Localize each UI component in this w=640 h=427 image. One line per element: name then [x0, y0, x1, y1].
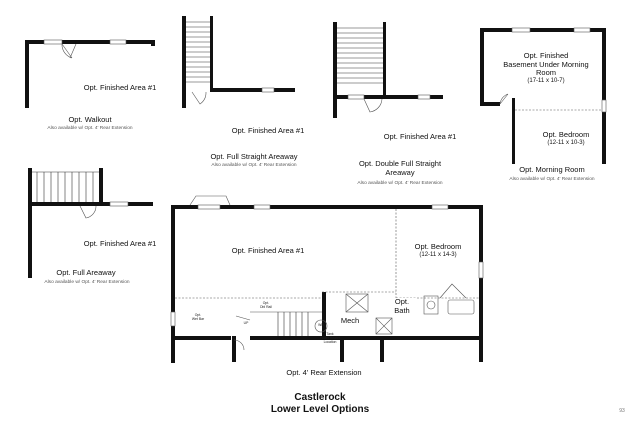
morning-room-note: Also available w/ Opt. 4' Rear Extension	[509, 177, 595, 182]
main-wet-bar-label: Opt. Wet Bar	[191, 313, 205, 321]
morning-room-basement-label: Opt. Finished Basement Under Morning Roo…	[503, 51, 589, 84]
main-dbl-rail-label: Opt. Dbl Rail	[260, 301, 272, 309]
full-areaway-caption: Opt. Full Areaway	[56, 268, 116, 277]
morning-room-walls	[480, 28, 606, 164]
main-tank-label: Tank Water Heater Location	[319, 332, 341, 344]
walkout-room-label: Opt. Finished Area #1	[83, 83, 157, 92]
main-mech-label: Mech	[340, 316, 360, 325]
main-wh-label: WH	[318, 323, 324, 327]
page-number: 93	[619, 408, 625, 414]
full-straight-note: Also available w/ Opt. 4' Rear Extension	[211, 163, 297, 168]
main-bedroom-label: Opt. Bedroom (12-11 x 14-3)	[414, 242, 462, 258]
full-areaway-note: Also available w/ Opt. 4' Rear Extension	[44, 280, 130, 285]
double-straight-caption: Opt. Double Full Straight Areaway	[358, 159, 442, 177]
double-straight-areaway-walls	[333, 22, 443, 118]
full-straight-caption: Opt. Full Straight Areaway	[210, 152, 298, 161]
full-straight-areaway-walls	[182, 16, 295, 108]
main-bath-label: Opt. Bath	[388, 297, 416, 316]
morning-room-caption: Opt. Morning Room	[519, 165, 585, 174]
full-straight-room-label: Opt. Finished Area #1	[231, 126, 305, 135]
double-straight-note: Also available w/ Opt. 4' Rear Extension	[357, 181, 443, 186]
main-finished-area-label: Opt. Finished Area #1	[231, 246, 305, 255]
page-title: Castlerock Lower Level Options	[270, 392, 370, 415]
morning-room-bedroom-label: Opt. Bedroom (12-11 x 10-3)	[542, 130, 590, 146]
main-stair-up-label: UP	[243, 321, 249, 325]
walkout-walls	[25, 40, 155, 108]
full-areaway-room-label: Opt. Finished Area #1	[83, 239, 157, 248]
walkout-caption: Opt. Walkout	[68, 115, 112, 124]
main-plan-walls	[171, 205, 483, 363]
full-areaway-walls	[28, 168, 153, 278]
main-caption: Opt. 4' Rear Extension	[286, 368, 362, 377]
double-straight-room-label: Opt. Finished Area #1	[383, 132, 457, 141]
walkout-note: Also available w/ Opt. 4' Rear Extension	[47, 126, 133, 131]
